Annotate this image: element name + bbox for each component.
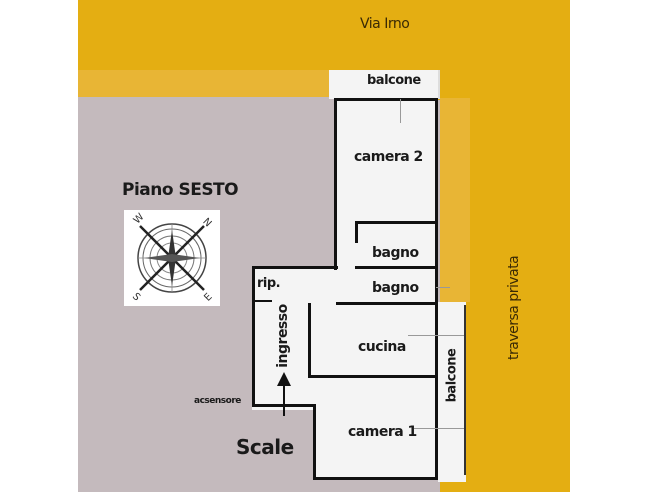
apartment-lower-camera1 bbox=[314, 400, 436, 478]
stairs-label: Scale bbox=[236, 435, 294, 459]
compass-s: S bbox=[130, 291, 142, 303]
wall bbox=[252, 266, 255, 406]
room-label-bagno-1: bagno bbox=[372, 245, 419, 261]
wall bbox=[355, 266, 437, 269]
floor-title: Piano SESTO bbox=[122, 180, 239, 200]
dimension-tick bbox=[400, 99, 401, 123]
floor-plan: Via Irno traversa privata balcone camer bbox=[78, 0, 570, 492]
dimension-tick bbox=[436, 287, 450, 288]
wall bbox=[308, 375, 436, 378]
wall bbox=[334, 98, 438, 101]
wall bbox=[334, 98, 337, 270]
wall bbox=[435, 98, 438, 480]
wall bbox=[308, 303, 311, 377]
room-label-ingresso: ingresso bbox=[275, 304, 291, 368]
balcony-right bbox=[438, 302, 466, 482]
balcony-top bbox=[329, 70, 440, 99]
wall bbox=[252, 266, 338, 269]
wall bbox=[336, 302, 436, 305]
room-label-cucina: cucina bbox=[358, 339, 406, 355]
wall bbox=[252, 300, 272, 302]
room-label-balcone-right: balcone bbox=[444, 348, 460, 403]
wall bbox=[355, 221, 437, 224]
apartment-lower bbox=[252, 268, 436, 410]
entry-arrow-icon bbox=[274, 372, 294, 416]
street-label-top: Via Irno bbox=[360, 16, 410, 32]
dimension-tick bbox=[414, 428, 464, 429]
room-label-bagno-2: bagno bbox=[372, 280, 419, 296]
street-label-right: traversa privata bbox=[506, 255, 522, 360]
room-label-camera-2: camera 2 bbox=[354, 149, 423, 165]
wall bbox=[355, 221, 358, 243]
compass-e: E bbox=[202, 292, 214, 304]
wall bbox=[313, 404, 316, 480]
compass-w: W bbox=[132, 212, 147, 227]
road-right-strip bbox=[440, 98, 470, 302]
road-sidewalk-strip bbox=[78, 70, 330, 97]
wall bbox=[313, 477, 438, 480]
room-label-ripostiglio: rip. bbox=[257, 276, 281, 291]
elevator-label: acsensore bbox=[194, 396, 241, 406]
dimension-tick bbox=[408, 335, 464, 336]
room-label-camera-1: camera 1 bbox=[348, 424, 417, 440]
balcony-right-edge bbox=[464, 305, 466, 475]
room-label-balcone-top: balcone bbox=[367, 73, 421, 88]
compass-rose-icon: W N S E bbox=[124, 210, 220, 306]
apartment-upper bbox=[334, 99, 436, 271]
road-via-irno bbox=[78, 0, 570, 70]
